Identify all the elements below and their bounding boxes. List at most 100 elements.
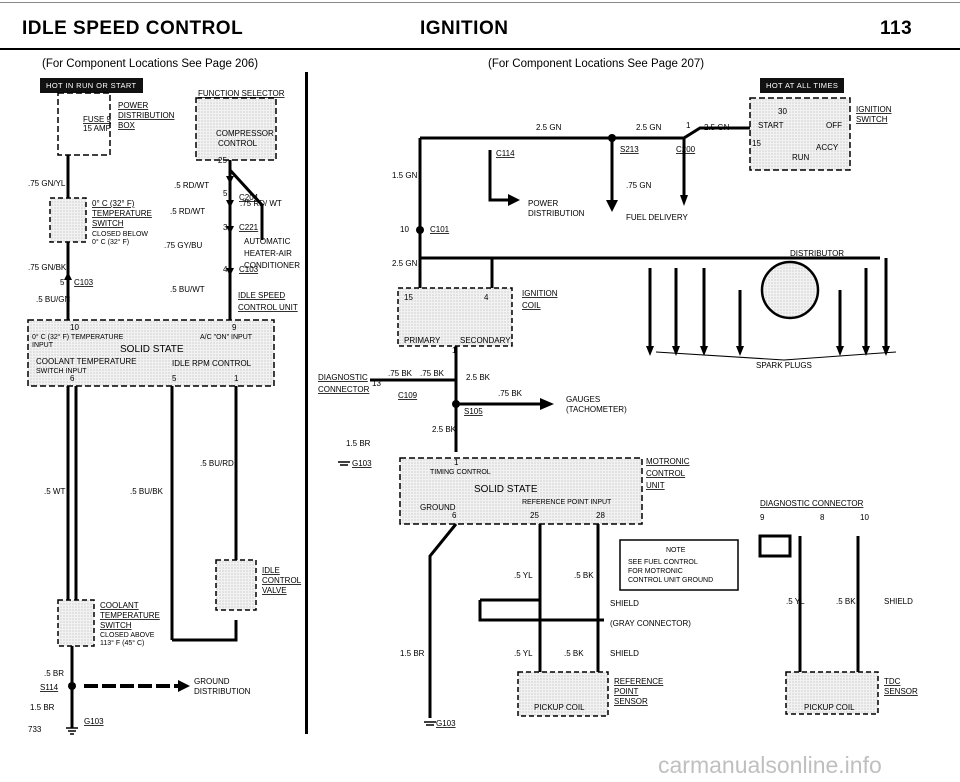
- coolant-input-2: SWITCH INPUT: [36, 368, 87, 375]
- temperature-switch-0c: [49, 197, 87, 243]
- c109-label: C109: [398, 391, 418, 400]
- motronic-2: CONTROL: [646, 469, 686, 478]
- gray-connector: (GRAY CONNECTOR): [610, 619, 691, 628]
- icv-label-3: VALVE: [262, 586, 287, 595]
- fuse-amp-label: 15 AMP: [83, 124, 111, 133]
- coil-label-2: COIL: [522, 301, 541, 310]
- gauges-1: GAUGES: [566, 395, 600, 404]
- wire-5buwt: .5 BU/WT: [170, 285, 205, 294]
- s213-label: S213: [620, 145, 639, 154]
- wire-5yl-b: .5 YL: [514, 649, 533, 658]
- c204-label: C204: [239, 193, 259, 202]
- ground-distribution-arrow: [178, 680, 190, 692]
- pin-6-right: 6: [452, 511, 457, 520]
- reference-sensor-box: [517, 671, 609, 717]
- wire-25gn-d: 2.5 GN: [392, 259, 418, 268]
- left-title: IDLE SPEED CONTROL: [22, 18, 244, 39]
- g103-left: G103: [84, 717, 104, 726]
- motronic-control-box: [399, 457, 643, 525]
- power-dist-label-1: POWER: [118, 101, 148, 110]
- coolant-switch-5: 113° F (45° C): [100, 639, 144, 647]
- c103-label-left: C103: [239, 265, 259, 274]
- power-dist-label-2: DISTRIBUTION: [118, 111, 175, 120]
- c103-label-left-b: C103: [74, 278, 94, 287]
- wire-5yl: .5 YL: [514, 571, 533, 580]
- wire-5bk-c: .5 BK: [836, 597, 856, 606]
- function-selector-box: [195, 97, 277, 161]
- solid-state-right: SOLID STATE: [474, 484, 538, 495]
- ground-label: GROUND: [420, 503, 456, 512]
- pin-15-coil: 15: [404, 293, 413, 302]
- isc-label-2: CONTROL UNIT: [238, 303, 298, 312]
- shield-label-b: SHIELD: [610, 649, 639, 658]
- pin-4: 4: [223, 265, 228, 274]
- pickup-coil-b: PICKUP COIL: [804, 703, 855, 712]
- isc-label-1: IDLE SPEED: [238, 291, 285, 300]
- coolant-switch-1: COOLANT: [100, 601, 139, 610]
- coolant-switch-2: TEMPERATURE: [100, 611, 160, 620]
- wire-5rdwt-2: .5 RD/WT: [170, 207, 205, 216]
- pin-9-left: 9: [232, 323, 237, 332]
- wire-5yl-c: .5 YL: [786, 597, 805, 606]
- tdc-1: TDC: [884, 677, 901, 686]
- fuse-box: [57, 92, 111, 156]
- wire-15br: 1.5 BR: [346, 439, 371, 448]
- wire-75bk-b: .75 BK: [420, 369, 445, 378]
- wire-15br-b: 1.5 BR: [400, 649, 425, 658]
- s114-splice: [68, 682, 76, 690]
- pin-5: 5: [223, 189, 228, 198]
- compressor-label: COMPRESSOR: [216, 129, 274, 138]
- ref-sensor-1: REFERENCE: [614, 677, 663, 686]
- wire-15br-left: 1.5 BR: [30, 703, 55, 712]
- c221-label: C221: [239, 223, 259, 232]
- wire-25bk: 2.5 BK: [466, 373, 491, 382]
- fuel-delivery-arrow: [680, 195, 688, 206]
- shield-label: SHIELD: [610, 599, 639, 608]
- tdc-sensor-box: [785, 671, 879, 715]
- coolant-temp-switch-box: [57, 599, 95, 647]
- temp-input-2: INPUT: [32, 342, 54, 349]
- temp-switch-3: SWITCH: [92, 219, 124, 228]
- hot-at-all-times-label: HOT AT ALL TIMES: [760, 78, 845, 93]
- start-label: START: [758, 121, 784, 130]
- motronic-1: MOTRONIC: [646, 457, 690, 466]
- coolant-switch-4: CLOSED ABOVE: [100, 632, 155, 639]
- pin-25-right: 25: [530, 511, 539, 520]
- header-rule: [0, 48, 960, 50]
- power-dist-right-1: POWER: [528, 199, 558, 208]
- wire-5burd: .5 BU/RD: [200, 459, 234, 468]
- pin-1-right: 1: [686, 121, 691, 130]
- control-label: CONTROL: [218, 139, 258, 148]
- wire-75gnbk: .75 GN/BK: [28, 263, 67, 272]
- auto-3: CONDITIONER: [244, 261, 300, 270]
- auto-2: HEATER-AIR: [244, 249, 292, 258]
- fuel-delivery: FUEL DELIVERY: [626, 213, 688, 222]
- pin-30: 30: [778, 107, 787, 116]
- power-dist-arrow: [508, 194, 520, 206]
- ground-dist-2: DISTRIBUTION: [194, 687, 251, 696]
- primary-label: PRIMARY: [404, 336, 441, 345]
- wire-25bk-b: 2.5 BK: [432, 425, 457, 434]
- power-dist-right-2: DISTRIBUTION: [528, 209, 585, 218]
- pin-10-right: 10: [400, 225, 409, 234]
- wire-25gn-b: 2.5 GN: [636, 123, 662, 132]
- wire-5bubk: .5 BU/BK: [130, 487, 164, 496]
- top-rule: [0, 2, 960, 3]
- g103-right-b: G103: [436, 719, 456, 728]
- s114-label: S114: [40, 683, 59, 692]
- hot-in-run-label: HOT IN RUN OR START: [40, 78, 143, 93]
- distributor-label: DISTRIBUTOR: [790, 249, 844, 258]
- temp-switch-2: TEMPERATURE: [92, 209, 152, 218]
- icv-label-1: IDLE: [262, 566, 280, 575]
- page-number: 113: [880, 18, 913, 39]
- reference-point-input: REFERENCE POINT INPUT: [522, 499, 612, 506]
- pin-1c: 1: [454, 458, 459, 467]
- pin-1b: 1: [452, 346, 457, 355]
- ground-dist-1: GROUND: [194, 677, 230, 686]
- pin-3: 3: [223, 223, 228, 232]
- shield-label-c: SHIELD: [884, 597, 913, 606]
- pin-10: 10: [860, 513, 869, 522]
- pin-15-sw: 15: [752, 139, 761, 148]
- ref-sensor-3: SENSOR: [614, 697, 648, 706]
- ref-sensor-2: POINT: [614, 687, 639, 696]
